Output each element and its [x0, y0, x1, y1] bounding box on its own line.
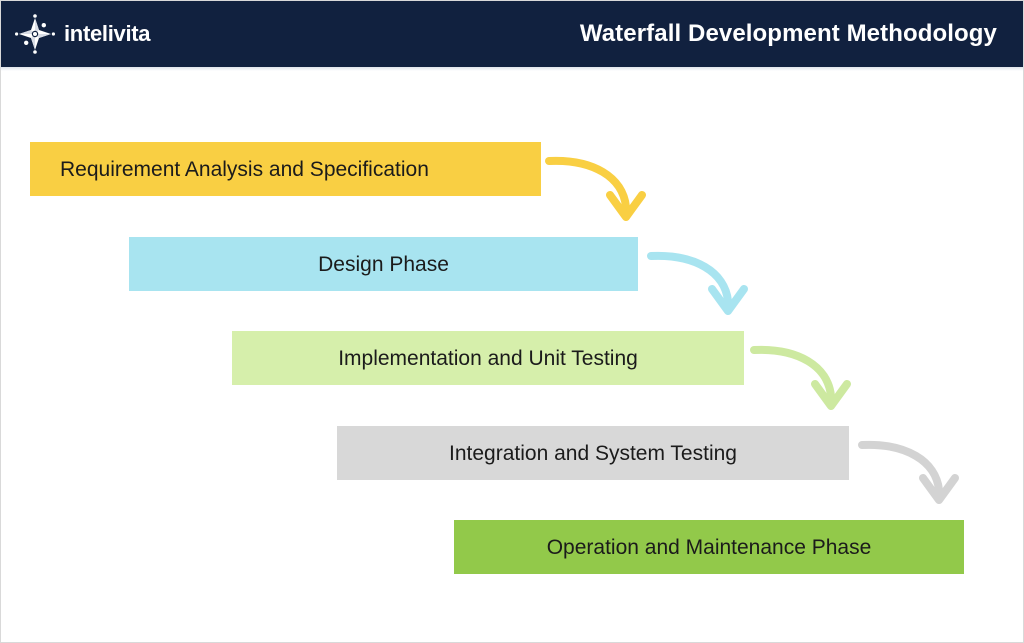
arrow-implementation-to-integration	[750, 345, 851, 410]
page-header: intelivita Waterfall Development Methodo…	[1, 1, 1023, 67]
phase-bar-implementation-unit-testing[interactable]: Implementation and Unit Testing	[232, 331, 744, 385]
waterfall-diagram: Requirement Analysis and Specification D…	[1, 67, 1023, 642]
brand-name: intelivita	[64, 21, 151, 46]
page-title: Waterfall Development Methodology	[579, 20, 997, 47]
arrow-integration-to-operation	[858, 440, 959, 504]
phase-bar-operation-maintenance[interactable]: Operation and Maintenance Phase	[454, 520, 964, 574]
intelivita-star-logo-icon	[15, 14, 55, 54]
phase-label: Requirement Analysis and Specification	[60, 157, 429, 181]
header-underline	[1, 67, 1023, 71]
phase-label: Design Phase	[318, 252, 449, 276]
phase-bar-requirement-analysis[interactable]: Requirement Analysis and Specification	[30, 142, 541, 196]
brand-logo: intelivita	[15, 14, 151, 54]
arrow-design-to-implementation	[647, 251, 748, 315]
phase-label: Operation and Maintenance Phase	[546, 535, 872, 559]
arrow-requirement-to-design	[545, 156, 646, 221]
phase-bar-design-phase[interactable]: Design Phase	[129, 237, 638, 291]
phase-bar-integration-system-testing[interactable]: Integration and System Testing	[337, 426, 849, 480]
phase-label: Integration and System Testing	[449, 441, 737, 465]
phase-label: Implementation and Unit Testing	[338, 346, 638, 370]
